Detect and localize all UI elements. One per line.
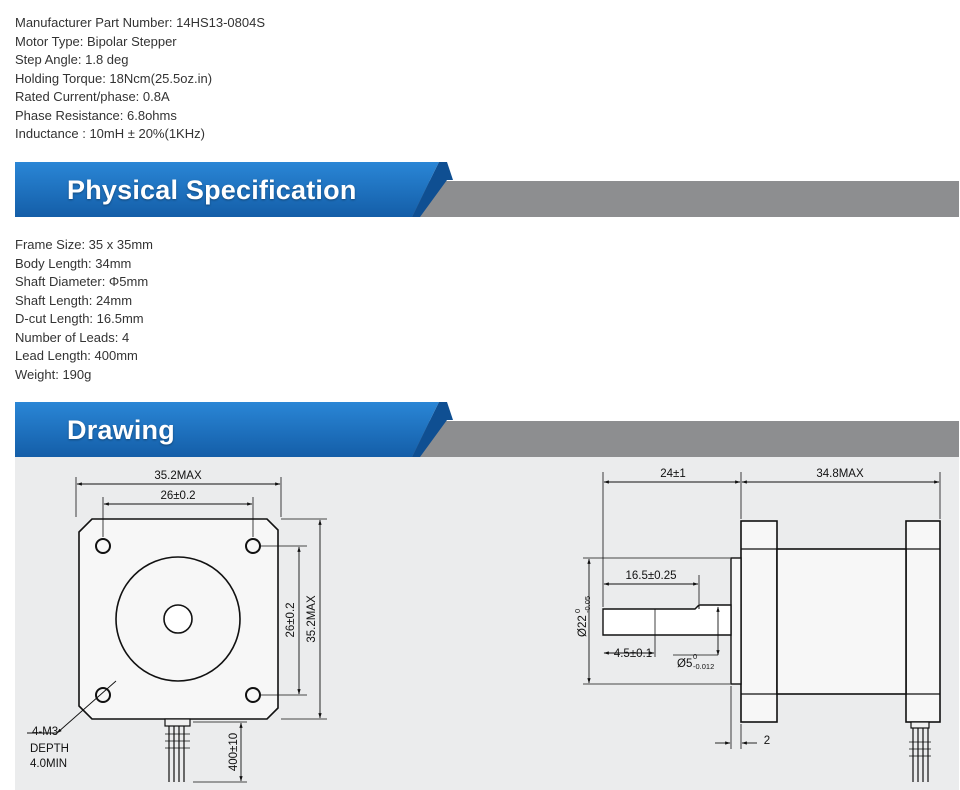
spec-motor-type: Motor Type: Bipolar Stepper <box>15 33 177 49</box>
physical-spec-banner: Physical Specification <box>15 160 959 217</box>
front-hole-spacing-v-label: 26±0.2 <box>285 602 297 637</box>
shaft-diameter-value: Ø5 <box>677 658 692 670</box>
body-front-cap <box>740 520 778 723</box>
drawing-banner: Drawing <box>15 400 959 457</box>
spec-part-number: Manufacturer Part Number: 14HS13-0804S <box>15 15 266 30</box>
shaft <box>602 604 732 636</box>
shaft-diameter-label: Ø5 0 -0.012 <box>677 652 714 671</box>
electrical-spec-list: Manufacturer Part Number: 14HS13-0804S M… <box>15 14 265 144</box>
mount-thread-label: 4-M3 <box>32 726 58 738</box>
spec-number-of-leads: Number of Leads: 4 <box>15 329 130 345</box>
side-lead-wires <box>909 728 931 782</box>
spec-shaft-length: Shaft Length: 24mm <box>15 292 133 308</box>
spec-lead-length: Lead Length: 400mm <box>15 348 138 363</box>
boss-tol-upper: 0 <box>573 609 582 613</box>
physical-spec-list: Frame Size: 35 x 35mm Body Length: 34mm … <box>15 236 153 384</box>
spec-rated-current: Rated Current/phase: 0.8A <box>15 89 170 104</box>
drawing-title: Drawing <box>67 415 175 445</box>
mount-hole-bl <box>95 687 111 703</box>
physical-spec-title: Physical Specification <box>67 175 357 205</box>
spec-step-angle: Step Angle: 1.8 deg <box>15 52 129 67</box>
mount-hole-br <box>245 687 261 703</box>
spec-shaft-diameter: Shaft Diameter: Φ5mm <box>15 274 149 289</box>
front-view <box>27 477 327 783</box>
mount-hole-tl <box>95 538 111 554</box>
side-dcut-length-label: 16.5±0.25 <box>625 570 676 582</box>
lead-length-label: 400±10 <box>228 733 240 771</box>
spec-weight: Weight: 190g <box>15 366 92 382</box>
spec-phase-resistance: Phase Resistance: 6.8ohms <box>15 107 177 123</box>
boss <box>730 557 742 685</box>
shaft-tol-upper: 0 <box>693 652 697 661</box>
depth-label: DEPTH <box>30 743 69 755</box>
front-hole-spacing-h-label: 26±0.2 <box>160 490 195 502</box>
side-body-length-label: 34.8MAX <box>816 468 864 480</box>
lead-connector <box>164 718 191 727</box>
flange-thickness-label: 2 <box>764 735 770 747</box>
depth-value-label: 4.0MIN <box>30 758 67 770</box>
front-height-label: 35.2MAX <box>306 595 318 643</box>
side-view <box>583 472 941 782</box>
side-lead-connector <box>910 721 930 729</box>
front-width-label: 35.2MAX <box>154 470 202 482</box>
body-rear-cap <box>905 520 941 723</box>
spec-dcut-length: D-cut Length: 16.5mm <box>15 311 144 326</box>
technical-drawing: 35.2MAX 26±0.2 26±0.2 35.2MAX 4-M3 DEPTH… <box>15 457 959 790</box>
spec-inductance: Inductance : 10mH ± 20%(1KHz) <box>15 126 205 141</box>
boss-diameter-label: Ø22 0 -0.05 <box>573 596 592 637</box>
spec-frame-size: Frame Size: 35 x 35mm <box>15 237 153 252</box>
side-flat-length-label: 4.5±0.1 <box>614 648 652 660</box>
mount-hole-tr <box>245 538 261 554</box>
shaft-circle <box>163 604 193 634</box>
lead-wires <box>165 726 190 782</box>
spec-body-length: Body Length: 34mm <box>15 255 132 271</box>
shaft-tol-lower: -0.012 <box>693 662 714 671</box>
boss-tol-lower: -0.05 <box>583 596 592 613</box>
boss-diameter-value: Ø22 <box>577 615 589 637</box>
side-shaft-length-label: 24±1 <box>660 468 686 480</box>
body-stator <box>776 548 907 695</box>
spec-holding-torque: Holding Torque: 18Ncm(25.5oz.in) <box>15 70 213 86</box>
